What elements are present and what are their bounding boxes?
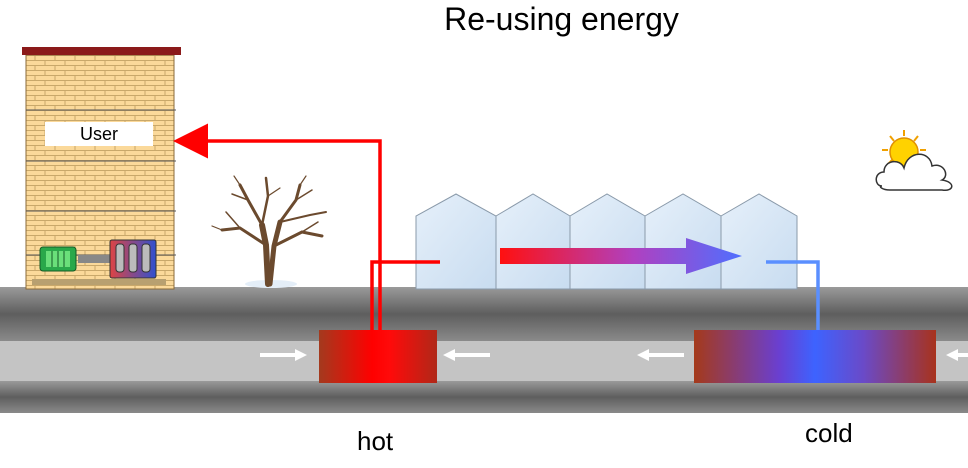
heat-flow-arrow (500, 238, 742, 274)
hot-supply-pipe (173, 123, 382, 330)
arrow-left-icon (443, 349, 490, 361)
pump-icon (39, 246, 110, 272)
arrow-left-icon (946, 349, 968, 361)
cold-pipe (766, 260, 820, 330)
hot-label: hot (357, 426, 394, 456)
user-label: User (45, 122, 153, 146)
pipe-flow-arrows (260, 349, 968, 361)
tree-icon (211, 175, 327, 288)
cold-label: cold (805, 418, 853, 448)
diagram-title: Re-using energy (444, 1, 679, 37)
greenhouse-icon (415, 193, 798, 290)
arrow-right-icon (260, 349, 307, 361)
hot-reservoir (319, 330, 437, 383)
sun-cloud-icon (875, 130, 953, 191)
cold-reservoir (694, 330, 936, 383)
hot-return-pipe (370, 260, 440, 330)
heat-exchanger-icon (109, 239, 157, 279)
arrow-left-icon (637, 349, 684, 361)
